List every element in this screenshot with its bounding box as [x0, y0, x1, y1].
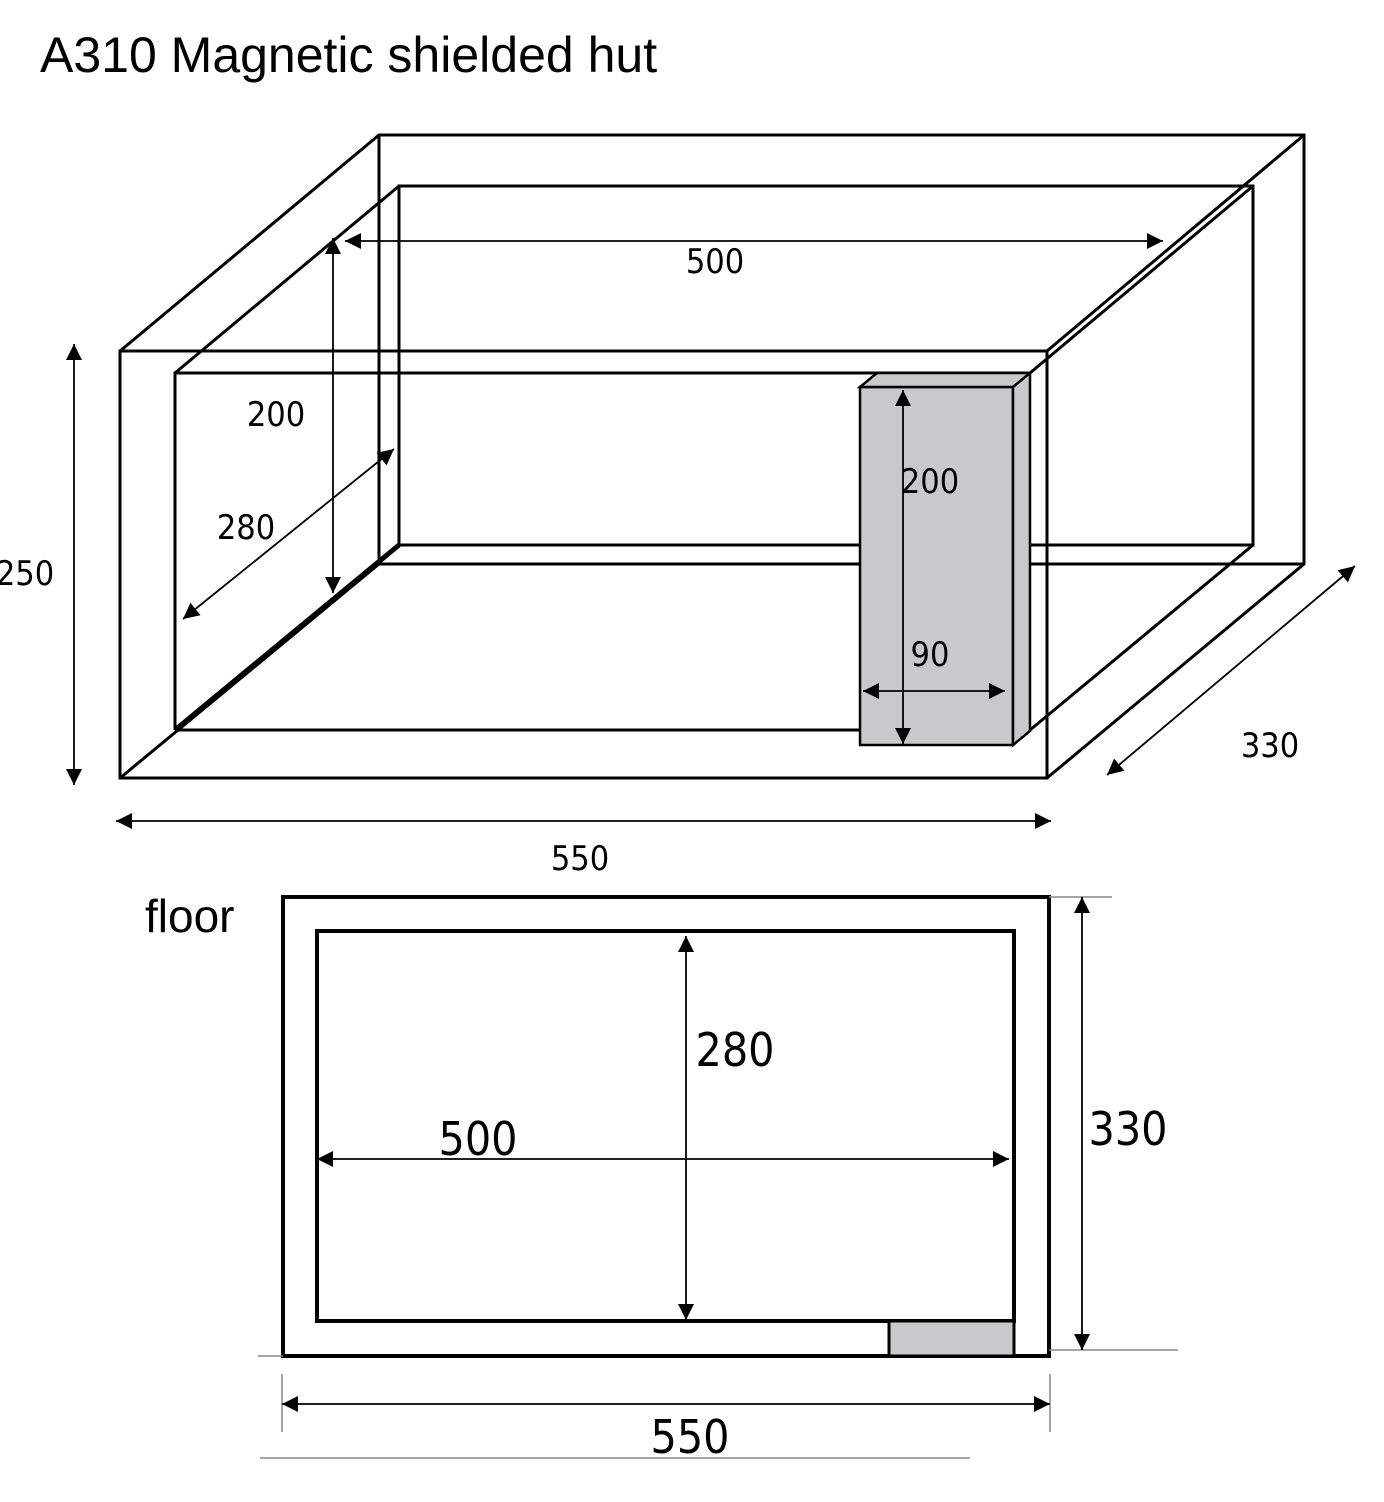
inner-back-face: [397, 184, 1255, 547]
fixture-side: [1011, 370, 1032, 748]
fixture-block: [856, 370, 1034, 748]
floor-inner-rect: [315, 929, 1016, 1323]
dim-arrow-interior-depth: [182, 448, 395, 620]
outer-top-right-edge: [1046, 133, 1305, 353]
page-title: A310 Magnetic shielded hut: [40, 27, 658, 83]
label-fixture-height: 200: [901, 462, 959, 502]
floor-label-interior-width: 500: [439, 1112, 518, 1166]
floor-view: floor 500 280 330 550: [145, 890, 1178, 1464]
label-fixture-width: 90: [911, 635, 950, 675]
floor-label-exterior-width: 550: [651, 1410, 730, 1464]
label-interior-width: 500: [686, 242, 744, 282]
floor-outer-rect: [281, 895, 1051, 1358]
outer-back-face: [119, 133, 1306, 780]
inner-top-left-edge: [174, 184, 400, 375]
floor-label: floor: [145, 890, 234, 942]
label-interior-depth: 280: [217, 508, 275, 548]
label-exterior-height: 250: [0, 554, 54, 594]
inner-bottom-left-edge: [173, 543, 401, 732]
dim-arrow-exterior-depth: [1106, 565, 1356, 776]
floor-label-interior-depth: 280: [696, 1023, 775, 1077]
inner-bottom-right-edge: [1029, 543, 1254, 732]
isometric-view: [118, 133, 1306, 780]
label-interior-height: 200: [247, 395, 305, 435]
floor-fixture-footprint: [887, 1319, 1016, 1358]
label-exterior-depth: 330: [1241, 726, 1299, 766]
inner-top-right-edge: [1029, 184, 1254, 375]
fixture-top: [856, 371, 1034, 389]
floor-label-exterior-depth: 330: [1089, 1102, 1168, 1156]
label-exterior-width: 550: [551, 839, 609, 879]
